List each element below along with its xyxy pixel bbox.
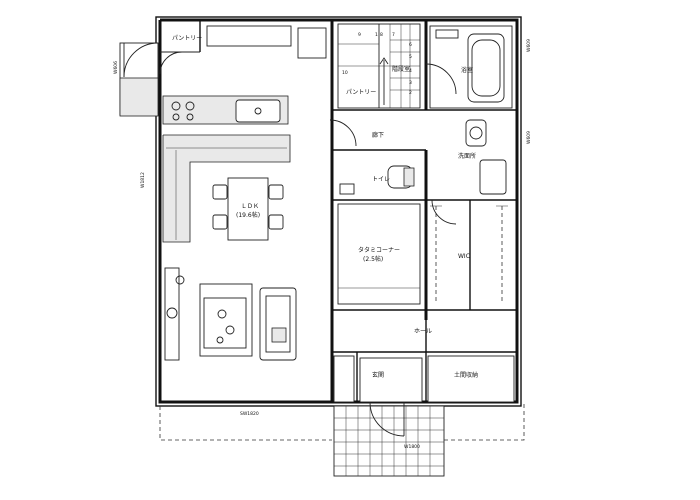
stair-step: 3	[409, 80, 412, 86]
label-pantry-top: パントリー	[172, 35, 202, 42]
kitchen	[162, 25, 327, 243]
stair-step: 9	[358, 32, 361, 38]
label-washroom: 洗面所	[458, 152, 476, 160]
dim-right-mid: W609	[526, 131, 532, 144]
label-entrance: 玄関	[372, 371, 384, 379]
stair-step: 8	[380, 32, 383, 38]
label-pantry-mid: パントリー	[346, 89, 376, 96]
dim-right-top: W609	[526, 39, 532, 52]
label-hall: ホール	[414, 328, 432, 335]
label-tatami-size: (2.5帖)	[363, 255, 383, 263]
stair-step: 5	[409, 54, 412, 60]
label-toilet: トイレ	[372, 176, 390, 183]
dim-bottom-center: SW1820	[240, 411, 259, 417]
dining-table	[212, 177, 284, 241]
dim-left-top: W606	[113, 61, 119, 74]
dim-bottom-right: W1800	[404, 444, 420, 450]
side-door	[119, 42, 159, 117]
label-wic: WIC	[458, 253, 470, 260]
label-bath: 浴室	[461, 66, 473, 74]
label-ldk-size: (19.6帖)	[236, 211, 260, 219]
stair-step: 1	[375, 32, 378, 38]
tatami-corner	[337, 203, 421, 305]
label-ldk: ＬＤＫ	[241, 203, 259, 210]
stair-step: 4	[409, 68, 412, 74]
stair-step: 10	[342, 70, 348, 76]
label-corridor: 廊下	[372, 131, 384, 139]
label-stairs: 階段室	[392, 65, 410, 73]
stair-step: 7	[392, 32, 395, 38]
stairs	[337, 23, 421, 109]
stair-step: 6	[409, 42, 412, 48]
label-tatami: タタミコーナー	[358, 246, 400, 254]
stair-step-numbers: 1 2 3 4 5 6 7 8 9 10	[342, 32, 412, 96]
toilet	[339, 165, 415, 195]
wash-room	[465, 119, 507, 195]
dim-left-mid: W1812	[140, 172, 146, 188]
walk-in-closet	[430, 205, 508, 304]
label-doma-storage: 土間収納	[454, 371, 478, 379]
door-swings	[159, 51, 457, 225]
interior-walls	[160, 20, 517, 402]
entrance	[333, 355, 515, 477]
bathroom	[429, 25, 513, 109]
living-furniture	[164, 267, 297, 361]
stair-step: 2	[409, 90, 412, 96]
